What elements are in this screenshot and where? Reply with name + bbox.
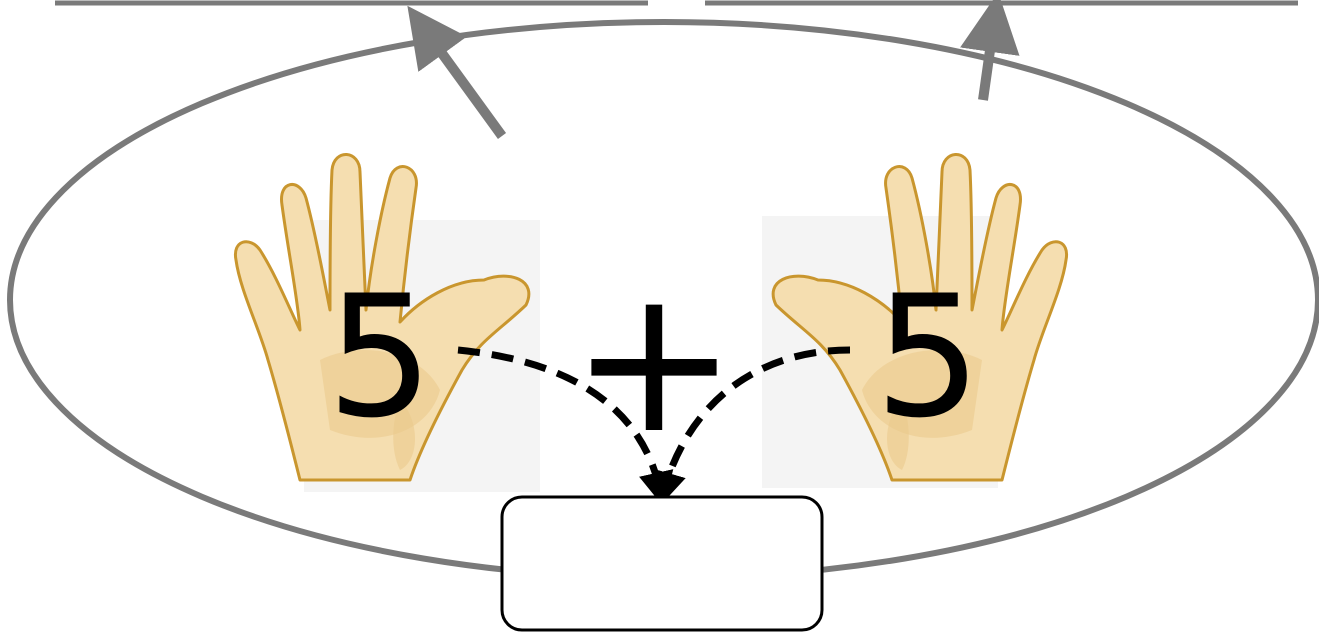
right-number: 5: [875, 259, 982, 455]
plus-sign: +: [570, 245, 738, 478]
arrow-to-top-left: [407, 5, 507, 139]
dashed-arrow-left: [457, 346, 674, 508]
arrow-to-top-right: [960, 0, 1020, 101]
dashed-arrow-right: [652, 346, 851, 507]
left-number: 5: [327, 259, 434, 455]
answer-box[interactable]: [500, 495, 824, 632]
